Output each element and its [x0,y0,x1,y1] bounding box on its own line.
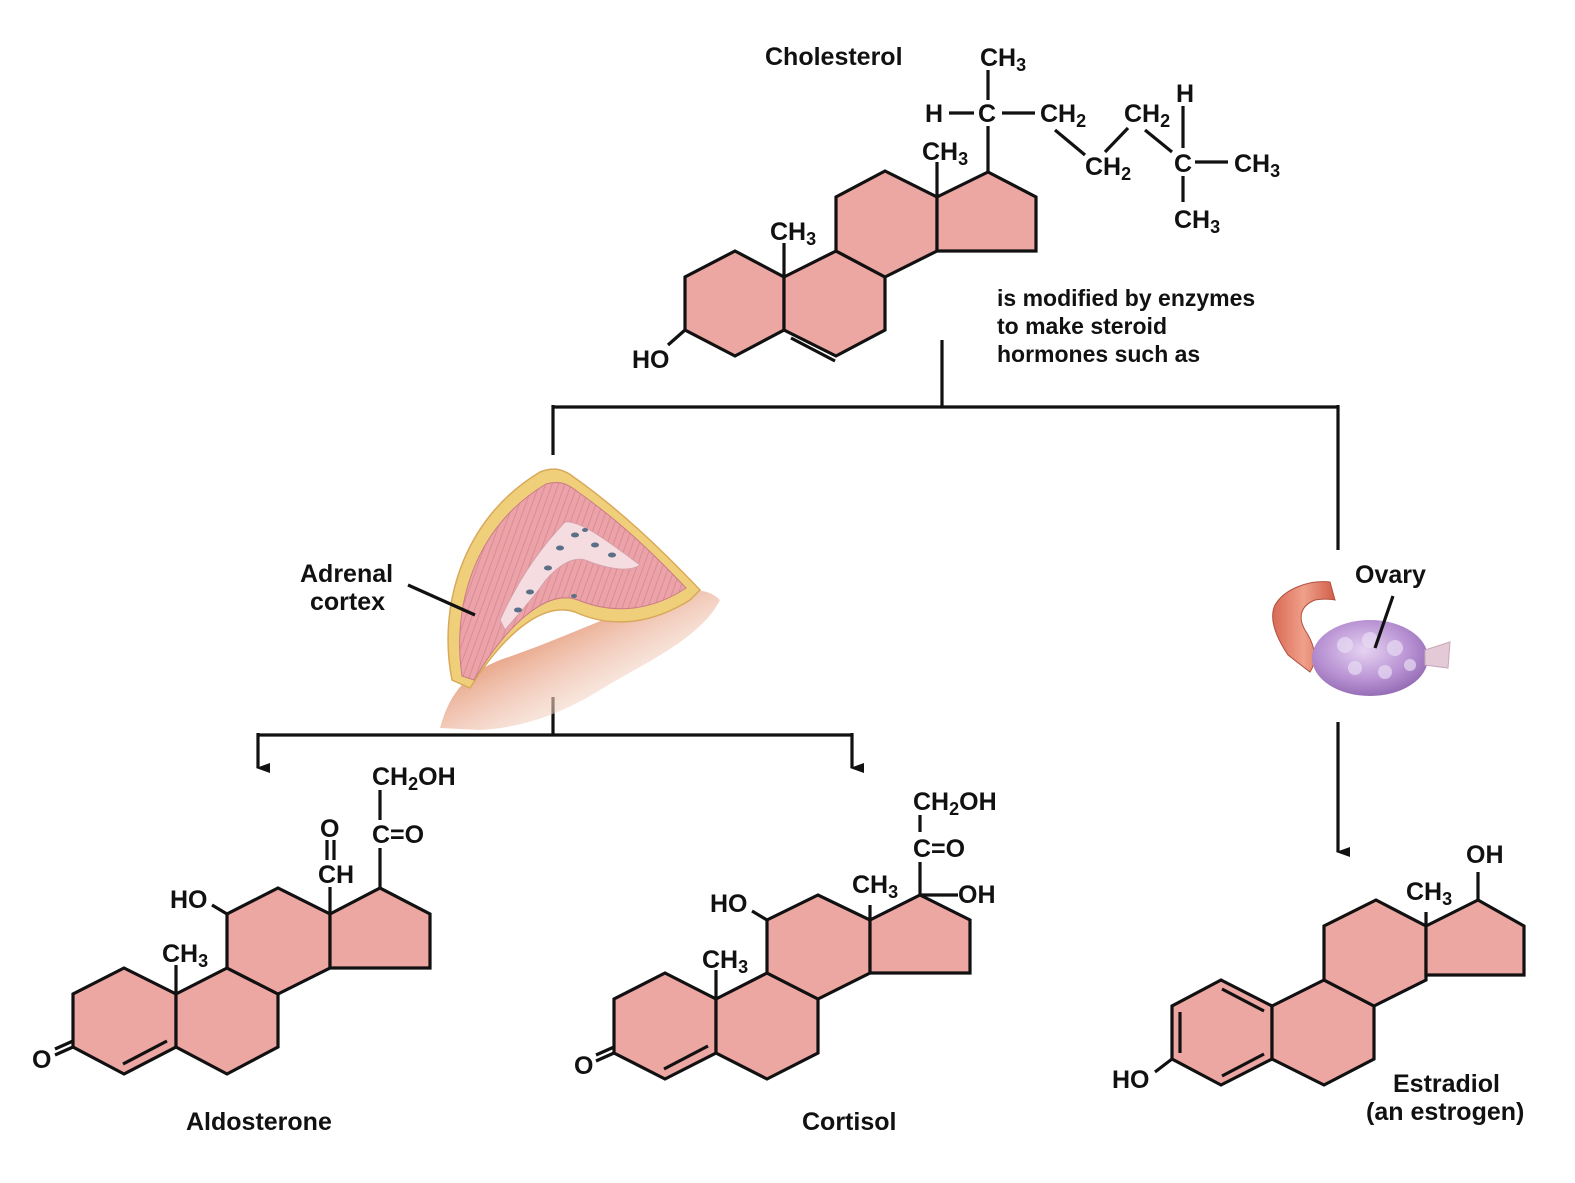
cholesterol-structure: HO CH3 CH3 C CH3 H CH2 CH2 CH2 H C CH3 C… [632,44,1280,374]
ovary-pointer-line [1373,595,1395,649]
cholesterol-ch3-right: CH3 [1234,150,1280,181]
ovary-illustration [1272,581,1451,696]
cholesterol-ring-a [683,249,786,358]
ovary-body [1312,620,1428,696]
cortisol-ch3-c13: CH3 [852,871,898,902]
cortisol-ch2oh: CH2OH [913,788,997,819]
estradiol-ho: HO [1112,1066,1150,1094]
estradiol-ch3: CH3 [1406,878,1452,909]
aldosterone-ch: CH [318,861,354,889]
aldosterone-ch2oh: CH2OH [372,763,456,794]
cholesterol-ring-d [935,170,1038,253]
aldosterone-ring-a [71,966,178,1076]
cholesterol-ch2-a: CH2 [1040,100,1086,131]
note-line-3: hormones such as [997,341,1200,367]
aldosterone-ch3: CH3 [162,940,208,971]
ovarian-ligament [1424,641,1451,669]
estradiol-title: Estradiol [1393,1070,1500,1098]
estradiol-ring-d [1424,898,1526,977]
cortisol-title: Cortisol [802,1108,896,1136]
adrenal-medulla [499,521,641,631]
adrenal-label-line-1: Adrenal [300,560,393,588]
estradiol-ring-a [1170,978,1274,1087]
cholesterol-ch2-b: CH2 [1085,153,1131,184]
aldosterone-ho: HO [170,886,208,914]
kidney-surface [440,590,720,730]
cholesterol-ch3-c13: CH3 [922,138,968,169]
cholesterol-title: Cholesterol [765,43,903,71]
medulla-cells [514,528,616,613]
cortisol-structure: O CH3 HO CH3 OH C=O CH2OH [574,788,997,1081]
cholesterol-h-left: H [925,100,943,128]
modification-note: is modified by enzymes to make steroid h… [997,285,1255,367]
cortisol-ring-d [868,893,972,975]
estradiol-oh: OH [1466,841,1504,869]
cortisol-ch3-c10: CH3 [702,946,748,977]
estradiol-structure: HO CH3 OH [1112,841,1526,1094]
adrenal-gland-illustration [407,468,720,730]
cortisol-o-ketone: O [574,1052,593,1080]
cholesterol-ch3-down: CH3 [1174,206,1220,237]
cholesterol-ho: HO [632,346,670,374]
aldosterone-structure: O CH3 HO CH O C=O CH2OH [32,763,456,1076]
note-line-1: is modified by enzymes [997,285,1255,311]
pathway-connectors [256,340,1350,857]
adrenal-cortex-tissue [459,481,687,681]
aldosterone-ring-d [328,886,432,970]
cholesterol-h-top: H [1176,80,1194,108]
cholesterol-ch2-c: CH2 [1124,100,1170,131]
aldosterone-c-eq-o: C=O [372,821,424,849]
cortisol-c-eq-o: C=O [913,835,965,863]
estradiol-subtitle: (an estrogen) [1366,1098,1524,1126]
cholesterol-c20: C [978,100,996,128]
cholesterol-ch3-c10: CH3 [770,218,816,249]
cholesterol-c25: C [1174,150,1192,178]
adrenal-pointer-line [407,583,476,617]
cortisol-oh: OH [958,881,996,909]
ovary-label: Ovary [1355,561,1426,589]
cortisol-ring-a [612,971,718,1081]
aldosterone-o-ketone: O [32,1046,51,1074]
cholesterol-ch3-top: CH3 [980,44,1026,75]
aldosterone-o-aldehyde: O [320,815,339,843]
cortisol-ho: HO [710,890,748,918]
aldosterone-title: Aldosterone [186,1108,332,1136]
note-line-2: to make steroid [997,313,1167,339]
adrenal-label-line-2: cortex [310,588,385,616]
ovary-follicles [1337,632,1416,679]
